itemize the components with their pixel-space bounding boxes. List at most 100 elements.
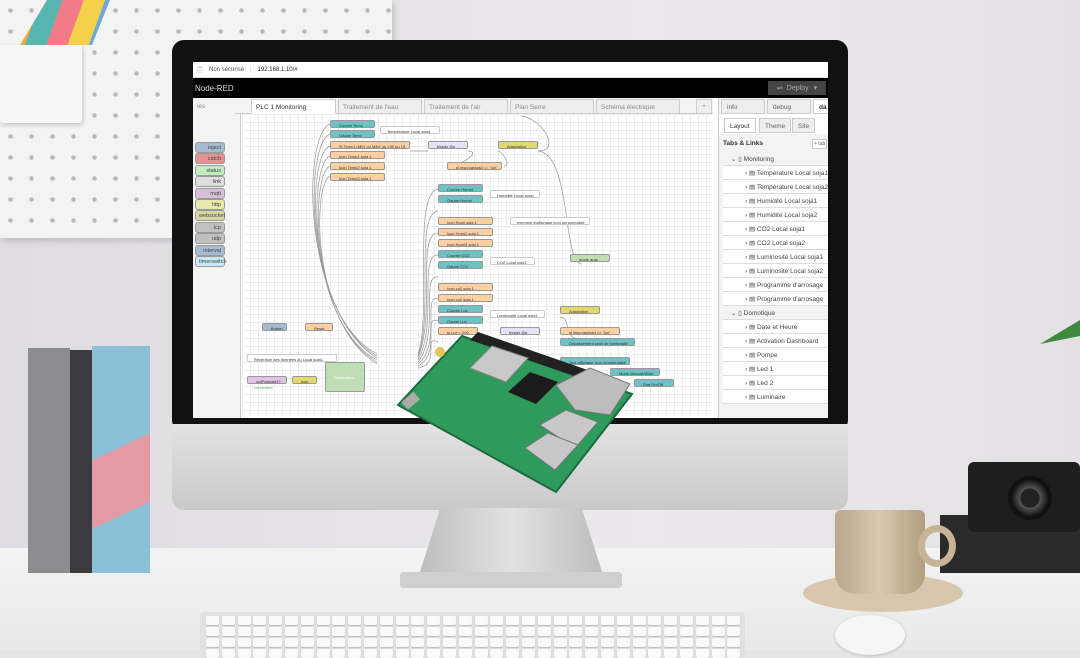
chevron-right-icon[interactable]: › bbox=[745, 240, 749, 247]
flow-node[interactable]: Courbe CO2 bbox=[438, 250, 483, 258]
flow-node[interactable]: Gauge CO2 bbox=[438, 261, 483, 269]
flow-node[interactable]: Courbe Humid bbox=[438, 184, 483, 192]
comment-node[interactable]: exemple d'affichage icon personnalisé bbox=[510, 217, 590, 225]
chevron-right-icon[interactable]: › bbox=[745, 324, 749, 331]
comment-node[interactable]: CO2 Local soja1 bbox=[490, 257, 535, 265]
flow-node[interactable]: Si Temp1<MIN ou MAX ou >30 ou 15 bbox=[330, 141, 410, 149]
tab-schema-electrique[interactable]: Schéma électrique bbox=[596, 99, 680, 114]
address-bar[interactable]: ⓘ Non sécurisé | 192.168.1.10/# bbox=[193, 62, 828, 78]
chevron-down-icon[interactable]: ▾ bbox=[813, 85, 818, 92]
flow-node[interactable]: si msg.payload <> "lux" bbox=[560, 327, 620, 335]
flow-node[interactable]: Séparateur bbox=[325, 362, 365, 392]
flow-node[interactable]: mode auto bbox=[570, 254, 610, 262]
group-item[interactable]: › ▤ CO2 Local soja2 bbox=[723, 236, 828, 250]
group-item[interactable]: › ▤ Date et Heure bbox=[723, 320, 828, 334]
chevron-right-icon[interactable]: › bbox=[745, 394, 749, 401]
flow-node[interactable]: Icon Humi3 soja 1 bbox=[438, 239, 493, 247]
palette-node-udp[interactable]: udp bbox=[195, 233, 225, 245]
group-item[interactable]: › ▤ Luminaire bbox=[723, 390, 828, 404]
chevron-right-icon[interactable]: › bbox=[745, 184, 749, 191]
flow-node[interactable]: Courbe Lux bbox=[438, 305, 483, 313]
chevron-down-icon[interactable]: ⌄ bbox=[731, 310, 739, 317]
group-item[interactable]: › ▤ Température Local soja2 bbox=[723, 180, 828, 194]
deploy-button[interactable]: ⇌Deploy▾ bbox=[768, 81, 826, 95]
chevron-right-icon[interactable]: › bbox=[745, 352, 749, 359]
flow-node[interactable]: Gauge Temp bbox=[330, 130, 375, 138]
flow-node[interactable]: Button bbox=[262, 323, 287, 331]
flow-node[interactable]: outPayload1? bbox=[247, 376, 287, 384]
subtab-theme[interactable]: Theme bbox=[759, 118, 792, 133]
sidebar-tab-debug[interactable]: debug bbox=[767, 99, 811, 114]
chevron-right-icon[interactable]: › bbox=[745, 170, 749, 177]
comment-node[interactable]: Réception des données du Local soja1 bbox=[247, 354, 337, 362]
palette-node-inject[interactable]: inject bbox=[195, 142, 225, 153]
chevron-right-icon[interactable]: › bbox=[745, 380, 749, 387]
add-tab-button[interactable]: + bbox=[696, 99, 712, 114]
flow-node[interactable]: Etat On/Off bbox=[634, 379, 674, 387]
chevron-right-icon[interactable]: › bbox=[745, 268, 749, 275]
group-monitoring[interactable]: ⌄ ▯ Monitoring bbox=[723, 152, 828, 166]
chevron-right-icon[interactable]: › bbox=[745, 366, 749, 373]
group-item[interactable]: › ▤ Pompe bbox=[723, 348, 828, 362]
palette-search[interactable]: ies bbox=[193, 99, 235, 114]
group-item[interactable]: › ▤ Led 2 bbox=[723, 376, 828, 390]
sidebar-tab-dashboard[interactable]: da bbox=[813, 99, 828, 114]
chevron-down-icon[interactable]: ⌄ bbox=[731, 156, 739, 163]
flow-node[interactable]: Icon Temp2 soja 1 bbox=[330, 162, 385, 170]
flow-node[interactable]: Icon Humi2 soja 1 bbox=[438, 228, 493, 236]
chevron-right-icon[interactable]: › bbox=[745, 198, 749, 205]
flow-node[interactable]: Icon Temp3 soja 1 bbox=[330, 173, 385, 181]
group-item[interactable]: › ▤ Température Local soja1 bbox=[723, 166, 828, 180]
group-item[interactable]: › ▤ Humidité Local soja2 bbox=[723, 208, 828, 222]
tab-plan-serre[interactable]: Plan Serre bbox=[510, 99, 594, 114]
flow-node[interactable]: Icon co2 soja 1 bbox=[438, 283, 493, 291]
palette-node-tcp[interactable]: tcp bbox=[195, 221, 225, 233]
subtab-layout[interactable]: Layout bbox=[724, 118, 756, 133]
flow-node[interactable]: trigger 5hr bbox=[500, 327, 540, 335]
palette-node-websocket[interactable]: websocket bbox=[195, 210, 225, 222]
group-item[interactable]: › ▤ Luminosité Local soja1 bbox=[723, 250, 828, 264]
group-domotique[interactable]: ⌄ ▯ Domotique bbox=[723, 306, 828, 320]
flow-node[interactable]: Reset bbox=[305, 323, 333, 331]
flow-node[interactable]: Icon Temp1 soja 1 bbox=[330, 151, 385, 159]
flow-node[interactable]: trigger 5hr bbox=[428, 141, 468, 149]
tab-plc1-monitoring[interactable]: PLC 1 Monitoring bbox=[251, 99, 336, 114]
flow-node[interactable]: Adaptation bbox=[498, 141, 538, 149]
flow-node[interactable]: si msg.payload == "cut" bbox=[447, 162, 502, 170]
sidebar-tab-info[interactable]: info bbox=[721, 99, 765, 114]
tab-traitement-air[interactable]: Traitement de l'air bbox=[424, 99, 508, 114]
flow-node[interactable]: si Lux > 200 bbox=[438, 327, 478, 335]
flow-node[interactable]: Gauge Lux bbox=[438, 316, 483, 324]
chevron-right-icon[interactable]: › bbox=[745, 254, 749, 261]
palette-node-mqtt[interactable]: mqtt bbox=[195, 187, 225, 199]
palette-node-http[interactable]: http bbox=[195, 199, 225, 210]
chevron-right-icon[interactable]: › bbox=[745, 212, 749, 219]
group-item[interactable]: › ▤ Luminosité Local soja2 bbox=[723, 264, 828, 278]
group-item[interactable]: › ▤ Programme d'arrosage bbox=[723, 278, 828, 292]
flow-node[interactable]: Mode Manuel/Wlan bbox=[610, 368, 660, 376]
flow-node[interactable]: json bbox=[292, 376, 317, 384]
chevron-right-icon[interactable]: › bbox=[745, 296, 749, 303]
chevron-right-icon[interactable]: › bbox=[745, 338, 749, 345]
flow-node[interactable]: Adaptation bbox=[560, 306, 600, 314]
url-text[interactable]: 192.168.1.10/# bbox=[257, 66, 298, 73]
add-tab-link[interactable]: + tab bbox=[812, 139, 828, 149]
flow-node[interactable]: Icon Humi soja 1 bbox=[438, 217, 493, 225]
flow-node[interactable]: Dépassement seuil de luminosité bbox=[560, 338, 635, 346]
group-item[interactable]: › ▤ Humidité Local soja1 bbox=[723, 194, 828, 208]
flow-node[interactable]: Courbe Temp bbox=[330, 120, 375, 128]
chevron-right-icon[interactable]: › bbox=[745, 282, 749, 289]
comment-node[interactable]: Température Local soja1 bbox=[380, 126, 440, 134]
tab-traitement-eau[interactable]: Traitement de l'eau bbox=[338, 99, 422, 114]
palette-node-interval[interactable]: interval bbox=[195, 244, 225, 256]
chevron-right-icon[interactable]: › bbox=[745, 226, 749, 233]
flow-node[interactable]: Icon co2 soja 1 bbox=[438, 294, 493, 302]
group-item[interactable]: › ▤ Led 1 bbox=[723, 362, 828, 376]
flow-node[interactable]: Gauge Humid bbox=[438, 195, 483, 203]
palette-node-status[interactable]: status bbox=[195, 164, 225, 176]
group-item[interactable]: › ▤ CO2 Local soja1 bbox=[723, 222, 828, 236]
comment-node[interactable]: Humidité Local soja1 bbox=[490, 190, 540, 198]
subtab-site[interactable]: Site bbox=[792, 118, 816, 133]
palette-node-link[interactable]: link bbox=[195, 176, 225, 188]
group-item[interactable]: › ▤ Programme d'arrosage bbox=[723, 292, 828, 306]
